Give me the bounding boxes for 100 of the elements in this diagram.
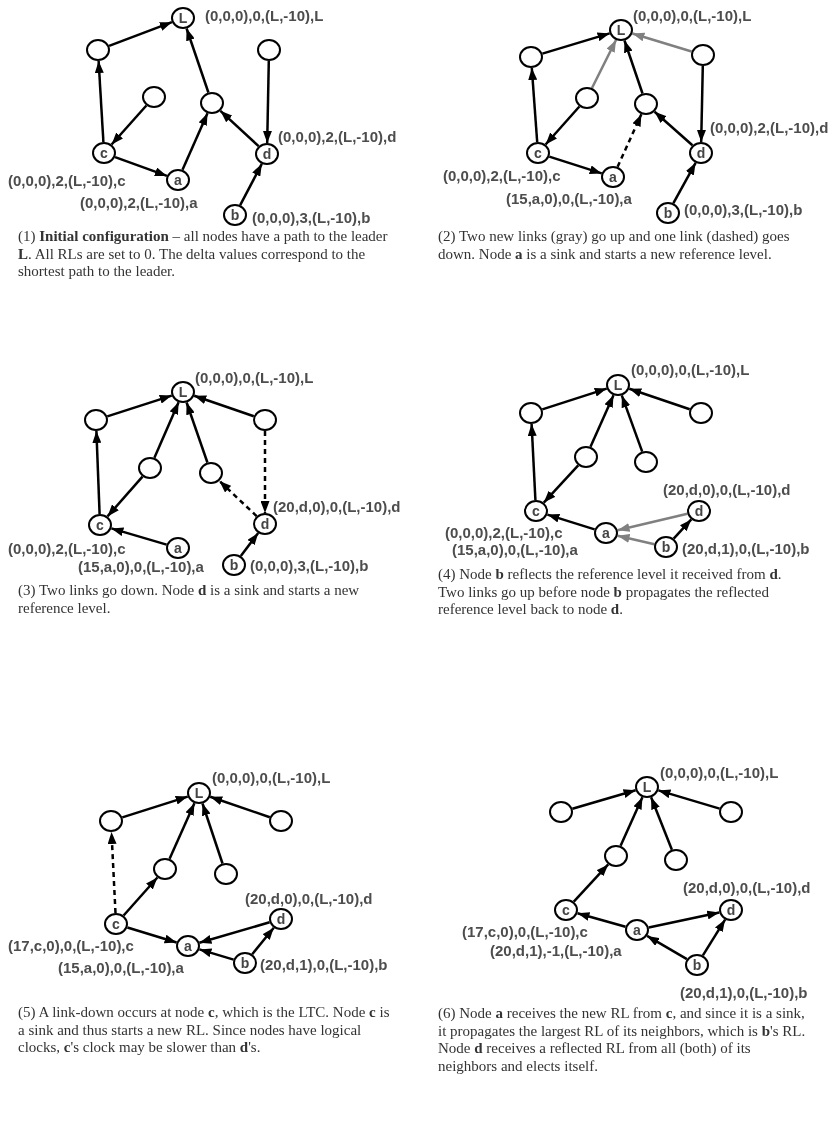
node-state-label: (15,a,0),0,(L,-10),a <box>452 541 578 559</box>
graph-node <box>138 457 162 479</box>
graph-node: L <box>171 7 195 29</box>
graph-node: d <box>689 142 713 164</box>
node-state-label: (0,0,0),0,(L,-10),L <box>633 7 752 25</box>
graph-node <box>634 451 658 473</box>
arrow <box>199 948 234 961</box>
arrow <box>544 105 581 146</box>
arrow <box>646 934 688 961</box>
arrow <box>251 927 275 955</box>
graph-node <box>719 801 743 823</box>
graph-node: d <box>687 500 711 522</box>
graph-node <box>99 810 123 832</box>
graph-node: a <box>166 169 190 191</box>
arrow <box>260 431 270 513</box>
arrow <box>617 534 655 546</box>
graph-node <box>574 446 598 468</box>
arrow <box>193 394 255 418</box>
arrow <box>185 28 210 93</box>
arrow <box>528 67 539 143</box>
graph-node <box>200 92 224 114</box>
graph-node: c <box>104 913 128 935</box>
arrow <box>108 21 173 47</box>
node-state-label: (0,0,0),2,(L,-10),c <box>443 167 561 185</box>
graph-node <box>214 863 238 885</box>
arrow <box>547 513 595 531</box>
graph-node <box>269 810 293 832</box>
node-state-label: (0,0,0),3,(L,-10),b <box>684 201 803 219</box>
graph-node: a <box>176 935 200 957</box>
arrow <box>219 109 260 148</box>
arrow <box>527 423 537 501</box>
arrow <box>672 518 693 540</box>
arrow <box>168 802 196 860</box>
node-state-label: (17,c,0),0,(L,-10),c <box>462 923 588 941</box>
node-state-label: (0,0,0),0,(L,-10),L <box>660 764 779 782</box>
graph-node <box>549 801 573 823</box>
caption-text: (2) Two new links (gray) go up and one link (dashed) goes down. Node a is a sink and starts a new reference level. <box>438 228 791 263</box>
arrow <box>616 113 643 168</box>
graph-node <box>575 87 599 109</box>
graph-node: c <box>524 500 548 522</box>
arrow <box>92 430 102 515</box>
arrow <box>106 475 144 518</box>
arrow <box>542 32 610 55</box>
arrow <box>218 480 258 517</box>
graph-node: L <box>635 776 659 798</box>
node-state-label: (15,a,0),0,(L,-10),a <box>78 558 204 576</box>
node-state-label: (0,0,0),0,(L,-10),L <box>205 7 324 25</box>
node-state-label: (0,0,0),3,(L,-10),b <box>252 209 371 227</box>
graph-node <box>142 86 166 108</box>
node-state-label: (0,0,0),0,(L,-10),L <box>631 361 750 379</box>
arrow <box>542 464 580 504</box>
arrow <box>111 527 167 546</box>
arrow <box>122 876 159 917</box>
arrow <box>153 401 180 459</box>
caption-text: (1) Initial configuration – all nodes have a path to the leader L. All RLs are set to 0. The delta values correspond to the shortest path to the leader. <box>18 228 389 281</box>
arrow <box>127 926 177 944</box>
arrow <box>121 795 189 819</box>
arrow <box>107 831 117 914</box>
graph-node <box>84 409 108 431</box>
node-state-label: (0,0,0),0,(L,-10),L <box>212 769 331 787</box>
graph-node: b <box>233 952 257 974</box>
graph-node: b <box>654 536 678 558</box>
graph-node: a <box>166 537 190 559</box>
node-state-label: (0,0,0),3,(L,-10),b <box>250 557 369 575</box>
node-state-label: (20,d,0),0,(L,-10),d <box>273 498 401 516</box>
graph-node: L <box>606 374 630 396</box>
graph-node: L <box>609 19 633 41</box>
node-state-label: (20,d,0),0,(L,-10),d <box>245 890 373 908</box>
caption-text: (5) A link-down occurs at node c, which is the LTC. Node c is a sink and thus starts a new RL. Since nodes have logical clocks, c's clock may be slower than d's. <box>18 1004 390 1057</box>
arrow <box>653 110 694 147</box>
arrow <box>632 32 692 53</box>
arrow <box>201 803 224 864</box>
arrow <box>114 155 168 178</box>
arrow <box>572 863 610 903</box>
arrow <box>623 40 644 94</box>
node-state-label: (0,0,0),2,(L,-10),c <box>8 540 126 558</box>
arrow <box>181 112 209 171</box>
graph-node <box>691 44 715 66</box>
caption-text: (4) Node b reflects the reference level it received from d. Two links go up before node b propagates the reflected reference level back to node d. <box>438 566 783 619</box>
graph-node: b <box>222 554 246 576</box>
arrow <box>696 65 706 143</box>
arrow <box>619 796 644 847</box>
graph-node: b <box>656 202 680 224</box>
node-state-label: (15,a,0),0,(L,-10),a <box>506 190 632 208</box>
node-state-label: (0,0,0),2,(L,-10),c <box>445 524 563 542</box>
arrow <box>648 910 720 929</box>
graph-node: a <box>594 522 618 544</box>
arrow <box>94 60 105 143</box>
graph-node <box>604 845 628 867</box>
caption-text: (3) Two links go down. Node d is a sink and starts a new reference level. <box>18 582 361 617</box>
arrow <box>701 918 727 957</box>
arrow <box>199 921 270 944</box>
node-state-label: (20,d,1),0,(L,-10),b <box>260 956 388 974</box>
arrow <box>590 39 618 89</box>
graph-node <box>664 849 688 871</box>
node-state-label: (20,d,1),0,(L,-10),b <box>680 984 808 1002</box>
graph-node <box>199 462 223 484</box>
node-state-label: (0,0,0),0,(L,-10),L <box>195 369 314 387</box>
arrow <box>620 394 644 453</box>
graph-node <box>689 402 713 424</box>
